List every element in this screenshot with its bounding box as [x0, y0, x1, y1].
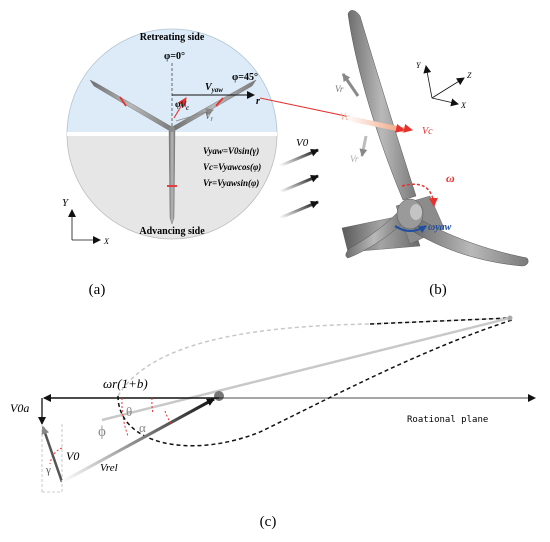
- vr-vector: [175, 108, 214, 122]
- equation-vyaw: Vyaw=V0sin(γ): [203, 146, 259, 156]
- vr-vector-lower: [359, 135, 368, 157]
- airfoil-upper-trailing: [369, 317, 511, 325]
- triad-x-label: X: [460, 101, 467, 110]
- airfoil-lower-surface: [117, 319, 513, 447]
- relative-velocity-vector: [61, 397, 215, 484]
- turbine-blade-right: [413, 217, 529, 267]
- induced-velocity-label: V0a: [10, 401, 29, 415]
- panel-b: ωyaw ω Vr Vr Vc Vc Y Z X (b): [335, 10, 529, 298]
- blade-marker-left: [119, 96, 127, 107]
- phi-angle-label: φ: [175, 99, 181, 109]
- vr-label-lower: Vr: [350, 154, 359, 164]
- vc-vector-b: [345, 115, 405, 133]
- phi-45-label: φ=45°: [232, 72, 258, 83]
- phi-zero-label: φ=0°: [164, 51, 185, 62]
- vc-vector: [173, 97, 187, 119]
- chord-line: [101, 316, 511, 422]
- wind-velocity-vector: [41, 426, 64, 483]
- triad-y-label: Y: [416, 61, 422, 70]
- x-axis-label: X: [103, 237, 110, 246]
- vyaw-label: Vyaw: [205, 82, 223, 94]
- retreating-half-disk: [66, 28, 278, 135]
- equations: Vyaw=V0sin(γ) Vc=Vyawcos(φ) Vr=Vyawsin(φ…: [203, 146, 261, 188]
- panel-c-label: (c): [260, 514, 277, 530]
- turbine-blade-top: [347, 10, 417, 201]
- omega-yaw-label: ωyaw: [428, 222, 452, 233]
- theta-angle-label: θ: [126, 404, 132, 419]
- rotor-hub: [169, 126, 175, 132]
- vr-label-upper: Vr: [335, 84, 344, 94]
- theta-arc: [151, 397, 154, 415]
- omega-rotation-arc: [401, 183, 438, 207]
- rotational-plane-label: Roational plane: [407, 415, 488, 425]
- panel-c: Roational plane ωr(1+b) V0a γ V0 Vrel ϕ …: [10, 315, 536, 530]
- equation-vr: Vr=Vyawsin(φ): [203, 178, 259, 188]
- vr-label: Vr: [205, 111, 214, 123]
- panel-b-label: (b): [429, 282, 447, 298]
- wind-arrow-2: [279, 174, 319, 194]
- relative-velocity-label: Vrel: [100, 462, 118, 474]
- omega-label: ω: [446, 171, 455, 185]
- pitch-axis-point: [214, 391, 224, 401]
- wind-velocity-label: V0: [66, 449, 79, 463]
- blade-lower: [168, 130, 176, 225]
- triad-z-axis: [431, 77, 465, 99]
- vc-label-faded: Vc: [340, 112, 350, 122]
- phi-arc: [121, 397, 129, 437]
- phi-angle-label: ϕ: [98, 424, 106, 440]
- alpha-angle-label: α: [139, 420, 146, 435]
- radius-label: r: [256, 96, 260, 107]
- vc-label-b: Vc: [422, 126, 433, 137]
- triad-z-label: Z: [467, 71, 472, 80]
- panel-a: Retreating side Advancing side φ=0° φ=45…: [62, 28, 319, 298]
- advancing-side-label: Advancing side: [139, 226, 205, 237]
- omega-yaw-arc: [394, 225, 427, 234]
- turbine-blade-left: [345, 211, 403, 259]
- gamma-label: γ: [45, 464, 51, 476]
- tangential-velocity-label: ωr(1+b): [103, 376, 148, 391]
- vc-label: Vc: [180, 100, 189, 112]
- panel-a-label: (a): [89, 282, 106, 298]
- airfoil-upper-surface: [117, 317, 511, 397]
- triad-y-axis: [423, 65, 433, 99]
- triad-x-axis: [431, 97, 459, 107]
- v0-label: V0: [296, 137, 309, 149]
- trailing-edge-point: [507, 315, 513, 321]
- hub-cap: [410, 204, 422, 220]
- blade-marker-right: [215, 97, 224, 107]
- wind-arrow-1: [279, 148, 319, 168]
- gamma-arc: [49, 447, 63, 465]
- y-axis-label: Y: [62, 197, 70, 209]
- alpha-arc: [164, 410, 173, 426]
- retreating-side-label: Retreating side: [140, 32, 205, 43]
- vr-vector-upper: [341, 73, 360, 97]
- equation-vc: Vc=Vyawcos(φ): [203, 162, 261, 172]
- wind-arrow-3: [279, 200, 319, 220]
